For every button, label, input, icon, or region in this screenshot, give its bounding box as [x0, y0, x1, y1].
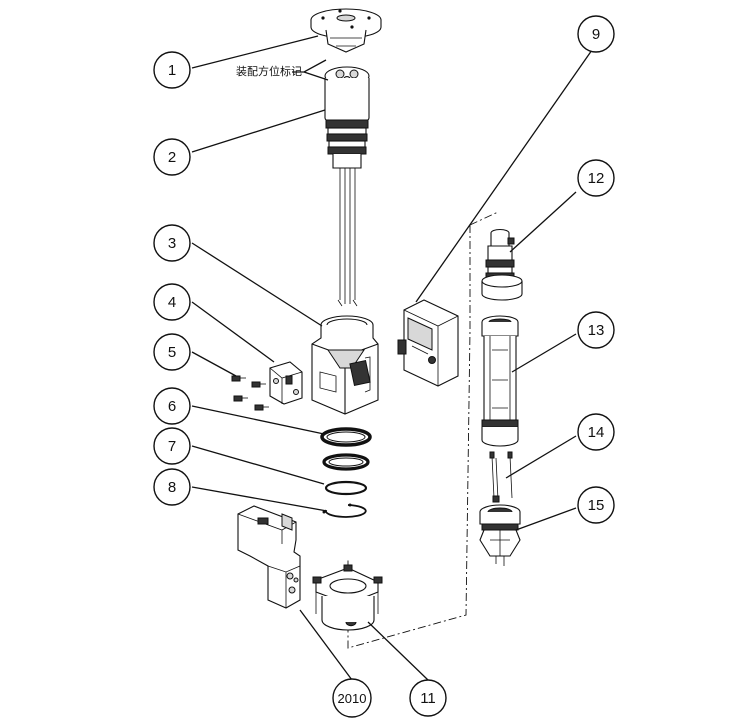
- assembly-mark-leader: [292, 59, 329, 81]
- leader-9: [415, 49, 593, 303]
- svg-text:2: 2: [168, 149, 176, 166]
- leader-11: [367, 621, 429, 681]
- balloon-5: 5: [153, 333, 191, 371]
- svg-text:12: 12: [588, 170, 605, 187]
- balloon-8: 8: [153, 468, 191, 506]
- leader-14: [505, 435, 577, 479]
- leader-7: [191, 445, 325, 485]
- svg-text:4: 4: [168, 294, 176, 311]
- part-6-ring: [320, 427, 372, 447]
- part-5-screws: [231, 375, 269, 411]
- svg-text:2010: 2010: [338, 691, 367, 706]
- part-3-housing: [311, 315, 379, 415]
- part-15-fitting: [479, 504, 521, 566]
- svg-text:8: 8: [168, 479, 176, 496]
- leader-8: [191, 486, 328, 512]
- svg-text:9: 9: [592, 26, 600, 43]
- part-11-base: [312, 564, 383, 631]
- part-7-ring: [322, 453, 370, 496]
- balloon-15: 15: [577, 486, 615, 524]
- svg-text:5: 5: [168, 344, 176, 361]
- assembly-mark-note: 装配方位标记: [236, 64, 302, 78]
- part-4-bracket: [269, 361, 303, 405]
- balloon-6: 6: [153, 387, 191, 425]
- svg-text:1: 1: [168, 62, 176, 79]
- svg-text:7: 7: [168, 438, 176, 455]
- leader-3: [191, 242, 323, 327]
- leader-1: [191, 35, 319, 69]
- balloon-4: 4: [153, 283, 191, 321]
- leader-2010: [299, 609, 353, 681]
- part-9-box: [397, 299, 459, 387]
- balloon-13: 13: [577, 311, 615, 349]
- svg-text:13: 13: [588, 322, 605, 339]
- balloon-11: 11: [409, 679, 447, 717]
- part-2-cylinder: [324, 66, 370, 307]
- balloon-14: 14: [577, 413, 615, 451]
- svg-text:11: 11: [420, 690, 436, 707]
- leader-13: [511, 333, 577, 373]
- part-8-retaining-ring: [322, 503, 367, 518]
- leader-2: [191, 109, 326, 153]
- part-13-tube: [481, 315, 519, 447]
- svg-text:3: 3: [168, 235, 176, 252]
- assembly-path-line: [347, 211, 499, 649]
- svg-text:6: 6: [168, 398, 176, 415]
- balloon-3: 3: [153, 224, 191, 262]
- leader-6: [191, 405, 325, 435]
- balloon-2010: 2010: [332, 678, 372, 718]
- balloon-9: 9: [577, 15, 615, 53]
- svg-text:15: 15: [588, 497, 605, 514]
- leader-15: [515, 507, 577, 531]
- leader-5: [191, 351, 237, 377]
- leader-4: [191, 301, 275, 363]
- part-2010-block: [237, 505, 301, 609]
- balloon-7: 7: [153, 427, 191, 465]
- balloon-1: 1: [153, 51, 191, 89]
- balloon-12: 12: [577, 159, 615, 197]
- part-14-pins: [489, 451, 513, 503]
- leader-12: [509, 191, 577, 253]
- balloon-2: 2: [153, 138, 191, 176]
- svg-text:14: 14: [588, 424, 605, 441]
- part-1-flange: [310, 8, 382, 53]
- part-12-connector: [481, 228, 523, 301]
